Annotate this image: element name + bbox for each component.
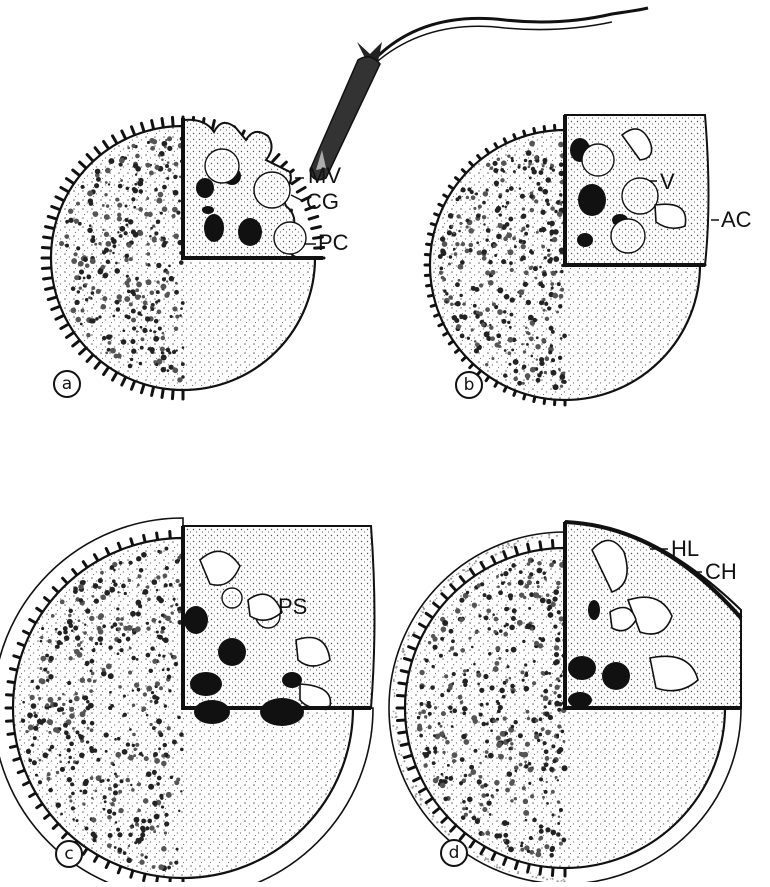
label-hl: HL <box>671 538 699 560</box>
panel-d-egg <box>389 522 741 882</box>
panel-c-egg <box>0 518 375 882</box>
label-ps: PS <box>278 596 307 618</box>
panel-letter-c: c <box>55 840 83 868</box>
label-v: V <box>660 171 675 193</box>
label-ac: AC <box>721 209 752 231</box>
label-mv: MV <box>308 165 341 187</box>
label-cg: CG <box>306 191 339 213</box>
panel-letter-a: a <box>53 370 81 398</box>
panel-letter-d: d <box>440 839 468 867</box>
label-pc: PC <box>318 232 349 254</box>
label-ch: CH <box>705 561 737 583</box>
panel-b-egg <box>425 115 709 405</box>
panel-letter-b: b <box>455 371 483 399</box>
panel-a-egg <box>42 117 324 399</box>
